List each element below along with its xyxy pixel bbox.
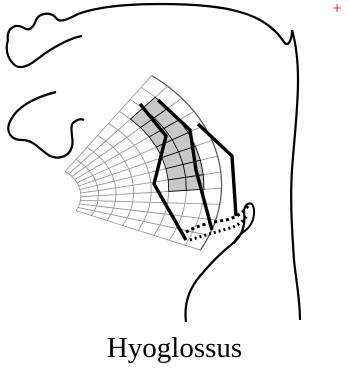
highlighted-element (168, 177, 186, 191)
pharynx-wall-outline (291, 30, 300, 320)
palate-outline (8, 4, 292, 44)
figure-caption: Hyoglossus (0, 330, 349, 366)
lower-lip-outline (8, 92, 72, 158)
upper-lip-outline (7, 36, 82, 67)
hyoid-bone (186, 206, 248, 232)
jaw-outline (72, 119, 84, 124)
red-cross-marker: + (332, 2, 342, 14)
